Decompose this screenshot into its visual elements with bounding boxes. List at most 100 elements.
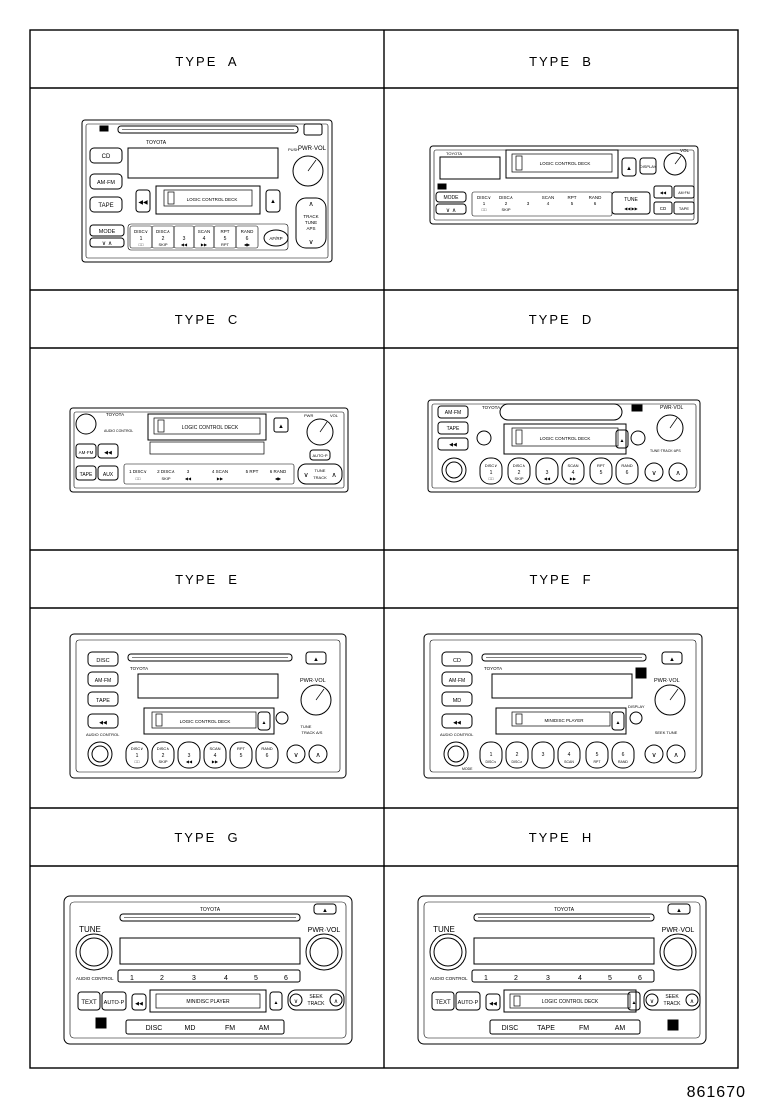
svg-text:PWR: PWR <box>304 413 313 418</box>
svg-text:◀◀: ◀◀ <box>449 442 457 448</box>
svg-text:∨: ∨ <box>308 239 313 246</box>
svg-text:◀◀: ◀◀ <box>104 450 112 456</box>
svg-text:MD: MD <box>185 1025 196 1032</box>
svg-text:4: 4 <box>203 236 206 242</box>
svg-text:6: 6 <box>626 470 629 476</box>
svg-text:AF/RP: AF/RP <box>269 236 282 241</box>
svg-text:DISC∧: DISC∧ <box>157 746 170 751</box>
svg-text:3: 3 <box>542 752 545 758</box>
svg-text:AUDIO CONTROL: AUDIO CONTROL <box>430 976 468 981</box>
svg-text:LOGIC CONTROL DECK: LOGIC CONTROL DECK <box>540 161 591 166</box>
svg-text:▲: ▲ <box>620 438 625 444</box>
svg-text:SKIP: SKIP <box>158 759 167 764</box>
svg-text:6: 6 <box>594 201 597 206</box>
svg-text:MD: MD <box>453 698 462 704</box>
svg-text:▶▶: ▶▶ <box>201 242 208 247</box>
svg-text:▶▶: ▶▶ <box>212 759 219 764</box>
svg-text:AM·FM: AM·FM <box>79 450 94 455</box>
svg-text:1: 1 <box>130 975 134 982</box>
title-type-e: TYPE E <box>175 572 239 587</box>
svg-text:AUDIO CONTROL: AUDIO CONTROL <box>104 429 133 433</box>
svg-text:CD: CD <box>102 154 111 160</box>
svg-text:TAPE: TAPE <box>537 1025 555 1032</box>
svg-text:5: 5 <box>596 752 599 758</box>
svg-text:3: 3 <box>192 975 196 982</box>
svg-text:TAPE: TAPE <box>679 206 689 211</box>
svg-text:AM: AM <box>259 1025 270 1032</box>
title-type-a: TYPE A <box>175 54 238 69</box>
svg-text:TOYOTA: TOYOTA <box>146 140 167 146</box>
radio-type-d: TOYOTA AM·FM TAPE ◀◀ LOGIC CONTROL DECK … <box>427 399 701 493</box>
svg-text:◀◀: ◀◀ <box>181 242 188 247</box>
svg-text:1: 1 <box>490 470 493 476</box>
svg-text:3: 3 <box>183 236 186 242</box>
svg-text:2: 2 <box>518 470 521 476</box>
svg-text:TAPE: TAPE <box>98 203 113 209</box>
svg-text:PWR·VOL: PWR·VOL <box>660 405 684 411</box>
svg-text:▲: ▲ <box>669 657 675 663</box>
svg-text:TRACK: TRACK <box>303 214 318 219</box>
svg-text:SKIP: SKIP <box>158 242 167 247</box>
svg-text:TOYOTA: TOYOTA <box>200 907 221 913</box>
title-type-b: TYPE B <box>529 54 593 69</box>
svg-text:∨: ∨ <box>303 472 308 479</box>
svg-text:DISC∨: DISC∨ <box>477 195 492 200</box>
svg-text:▲: ▲ <box>322 908 328 914</box>
svg-text:DISC∧: DISC∧ <box>512 760 523 764</box>
svg-text:TRACK: TRACK <box>664 1001 682 1007</box>
title-type-d: TYPE D <box>529 312 594 327</box>
svg-text:∨: ∨ <box>294 999 298 1005</box>
svg-text:DISC: DISC <box>96 658 109 664</box>
svg-text:AM·FM: AM·FM <box>95 678 111 684</box>
svg-text:▲: ▲ <box>278 424 284 430</box>
svg-text:SEEK: SEEK <box>309 994 323 1000</box>
svg-text:◀▶: ◀▶ <box>275 476 282 481</box>
svg-text:TEXT: TEXT <box>435 1000 451 1006</box>
svg-text:∨: ∨ <box>651 752 656 759</box>
svg-text:▲: ▲ <box>270 199 276 205</box>
svg-text:4: 4 <box>568 752 571 758</box>
svg-text:∧: ∧ <box>673 752 678 759</box>
svg-text:□□: □□ <box>482 207 487 212</box>
svg-text:5 RPT: 5 RPT <box>246 469 259 474</box>
svg-text:TUNE: TUNE <box>315 468 326 473</box>
svg-text:TUNE: TUNE <box>79 925 101 934</box>
svg-text:∨ ∧: ∨ ∧ <box>102 241 112 247</box>
svg-text:□□: □□ <box>489 476 494 481</box>
svg-text:5: 5 <box>608 975 612 982</box>
svg-text:2 DISC∧: 2 DISC∧ <box>157 469 176 474</box>
svg-text:TOYOTA: TOYOTA <box>446 151 462 156</box>
svg-text:∧: ∧ <box>308 201 313 208</box>
svg-text:▶▶: ▶▶ <box>217 476 224 481</box>
svg-text:1 DISC∨: 1 DISC∨ <box>129 469 148 474</box>
svg-text:SCAN: SCAN <box>209 746 220 751</box>
svg-text:VOL: VOL <box>330 413 339 418</box>
svg-text:RAND: RAND <box>241 229 255 234</box>
svg-text:AUDIO CONTROL: AUDIO CONTROL <box>86 732 120 737</box>
svg-text:TOYOTA: TOYOTA <box>106 412 124 417</box>
svg-text:3: 3 <box>546 975 550 982</box>
svg-text:RAND: RAND <box>618 760 628 764</box>
svg-text:DISC∧: DISC∧ <box>499 195 514 200</box>
svg-text:AUTO·P: AUTO·P <box>458 1000 479 1006</box>
svg-text:RPT: RPT <box>568 195 577 200</box>
title-type-h: TYPE H <box>529 830 594 845</box>
svg-text:TUNE: TUNE <box>305 220 317 225</box>
svg-text:AUDIO CONTROL: AUDIO CONTROL <box>76 976 114 981</box>
svg-text:DISPLAY: DISPLAY <box>628 704 645 709</box>
svg-text:TAPE: TAPE <box>447 426 460 432</box>
svg-text:PWR·VOL: PWR·VOL <box>298 146 327 152</box>
svg-text:DISC∧: DISC∧ <box>156 229 171 234</box>
svg-text:DISC∨: DISC∨ <box>485 463 498 468</box>
svg-text:DISC: DISC <box>502 1025 519 1032</box>
svg-text:SEEK: SEEK <box>665 994 679 1000</box>
svg-text:RPT: RPT <box>237 746 246 751</box>
svg-text:▶▶: ▶▶ <box>570 476 577 481</box>
radio-type-c: TOYOTA AUDIO CONTROL LOGIC CONTROL DECK … <box>69 407 349 493</box>
svg-text:AM·FM: AM·FM <box>97 180 115 186</box>
svg-text:RAND: RAND <box>589 195 603 200</box>
svg-text:SCAN: SCAN <box>567 463 578 468</box>
svg-text:TUNE·TRACK·APS: TUNE·TRACK·APS <box>650 449 681 453</box>
svg-text:MINIDISC PLAYER: MINIDISC PLAYER <box>545 718 585 723</box>
svg-text:◀◀: ◀◀ <box>660 190 667 195</box>
